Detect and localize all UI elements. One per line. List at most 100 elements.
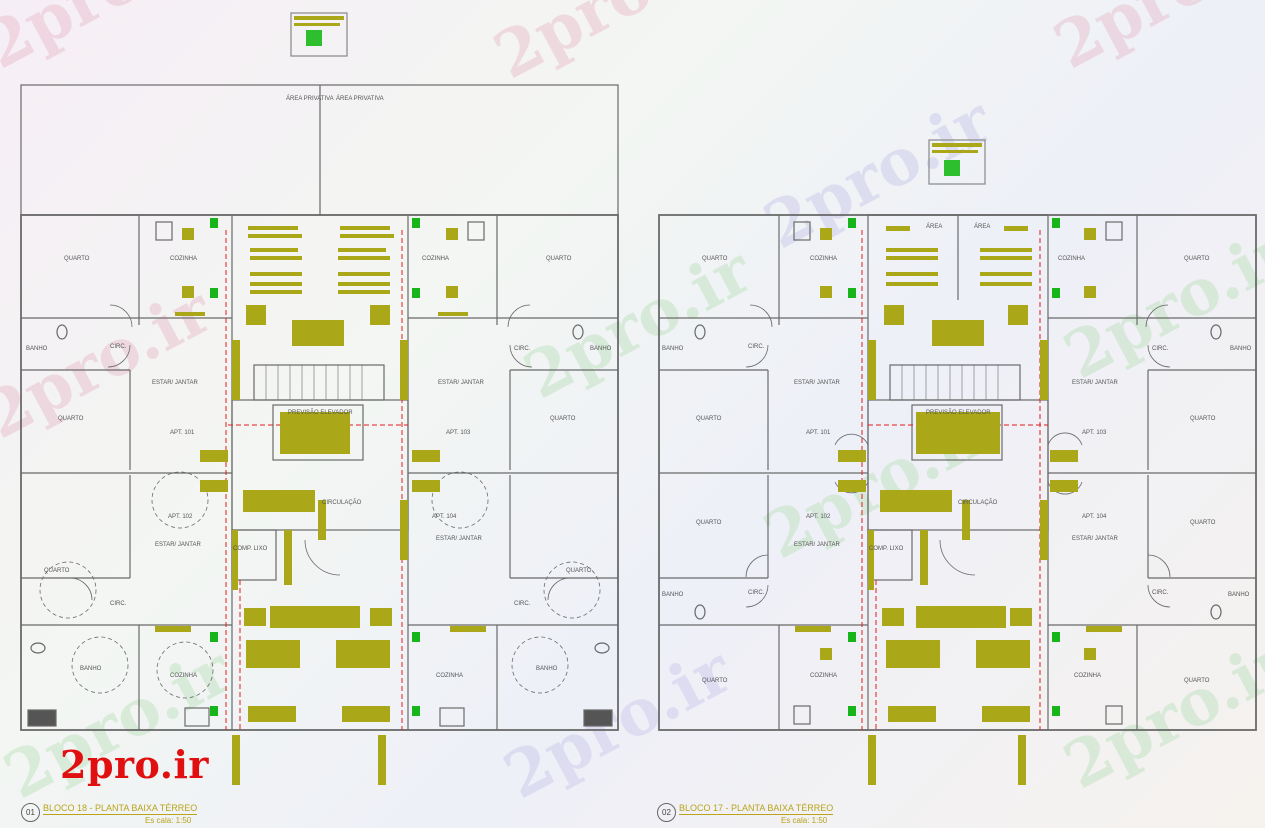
stair-treads xyxy=(265,365,363,400)
room-label: QUARTO xyxy=(550,416,576,422)
room-label: APT. 104 xyxy=(432,514,457,520)
door-swing xyxy=(69,577,93,601)
room-label: PREVISÃO ELEVADOR xyxy=(926,409,991,416)
room-label: COZINHA xyxy=(170,673,197,679)
room-label: CIRCULAÇÃO xyxy=(322,499,362,506)
trash-room xyxy=(867,529,913,581)
toilet xyxy=(1210,604,1222,620)
room-label: ESTAR/ JANTAR xyxy=(436,536,482,542)
toilet xyxy=(56,324,68,340)
door-swing xyxy=(1145,304,1169,328)
room-label: COZINHA xyxy=(436,673,463,679)
plan2-labels: ÁREA ÁREA QUARTO COZINHA COZINHA QUARTO … xyxy=(662,223,1252,684)
room-label: ESTAR/ JANTAR xyxy=(438,380,484,386)
watermark-text: 2pro.ir xyxy=(482,0,735,94)
trash-room xyxy=(231,529,277,581)
room-label: ESTAR/ JANTAR xyxy=(1072,380,1118,386)
legend-bar xyxy=(294,16,344,20)
room-label: APT. 102 xyxy=(806,514,831,520)
room-label: QUARTO xyxy=(696,416,722,422)
room-label: CIRC. xyxy=(514,346,531,352)
room-label: COZINHA xyxy=(170,256,197,262)
door-swing xyxy=(1147,344,1171,368)
room-label: ÁREA xyxy=(974,223,990,230)
shower-tray xyxy=(27,709,57,727)
watermark-text: 2pro.ir xyxy=(0,0,225,84)
room-label: QUARTO xyxy=(702,256,728,262)
legend-bar xyxy=(932,150,978,153)
room-label: ÁREA PRIVATIVA xyxy=(336,95,384,102)
room-label: ESTAR/ JANTAR xyxy=(155,542,201,548)
plan-number: 02 xyxy=(657,803,676,822)
room-label: COZINHA xyxy=(422,256,449,262)
room-label: COZINHA xyxy=(1058,256,1085,262)
room-label: COMP. LIXO xyxy=(233,546,268,552)
toilet xyxy=(572,324,584,340)
room-label: BANHO xyxy=(1230,346,1252,352)
room-label: BANHO xyxy=(80,666,102,672)
accessibility-circles xyxy=(39,471,601,699)
toilet xyxy=(1210,324,1222,340)
door-swing xyxy=(745,344,769,368)
room-label: COZINHA xyxy=(810,256,837,262)
door-swing xyxy=(109,304,133,328)
room-label: QUARTO xyxy=(1184,678,1210,684)
room-label: CIRCULAÇÃO xyxy=(958,499,998,506)
plan1-labels: ÁREA PRIVATIVA ÁREA PRIVATIVA QUARTO COZ… xyxy=(26,95,612,679)
room-label: CIRC. xyxy=(110,344,127,350)
plan-scale: Es cala: 1:50 xyxy=(781,816,828,825)
room-label: ESTAR/ JANTAR xyxy=(794,542,840,548)
room-label: QUARTO xyxy=(44,568,70,574)
brand-logo: 2pro.ir xyxy=(60,742,209,787)
room-label: APT. 101 xyxy=(806,430,831,436)
room-label: ÁREA PRIVATIVA xyxy=(286,95,334,102)
room-label: COZINHA xyxy=(810,673,837,679)
plan-number: 01 xyxy=(21,803,40,822)
door-swing xyxy=(107,344,131,368)
room-label: BANHO xyxy=(26,346,48,352)
room-label: QUARTO xyxy=(566,568,592,574)
fridge xyxy=(793,221,811,241)
toilet xyxy=(30,642,46,654)
stair xyxy=(889,364,1021,401)
room-label: CIRC. xyxy=(748,344,765,350)
legend-north-symbol xyxy=(944,160,960,176)
door-swing xyxy=(509,344,533,368)
room-label: BANHO xyxy=(536,666,558,672)
door-swing xyxy=(1147,584,1171,608)
fridge xyxy=(1105,221,1123,241)
room-label: ESTAR/ JANTAR xyxy=(152,380,198,386)
room-label: BANHO xyxy=(662,346,684,352)
room-label: APT. 104 xyxy=(1082,514,1107,520)
room-label: QUARTO xyxy=(58,416,84,422)
plan-title: BLOCO 17 - PLANTA BAIXA TÉRREO xyxy=(679,803,834,815)
legend-north-symbol xyxy=(306,30,322,46)
room-label: ÁREA xyxy=(926,223,942,230)
room-label: QUARTO xyxy=(1184,256,1210,262)
toilet xyxy=(594,642,610,654)
watermark-text: 2pro.ir xyxy=(1042,0,1265,84)
door-swing xyxy=(939,539,976,576)
stove xyxy=(439,707,465,727)
watermark-text: 2pro.ir xyxy=(752,82,1005,264)
fridge xyxy=(467,221,485,241)
legend-bar xyxy=(932,143,982,147)
annotation-blocks xyxy=(155,226,486,785)
plan-scale: Es cala: 1:50 xyxy=(145,816,192,825)
legend-bar xyxy=(294,23,340,26)
room-label: BANHO xyxy=(1228,592,1250,598)
door-swing xyxy=(745,584,769,608)
door-swing xyxy=(749,304,773,328)
fridge xyxy=(155,221,173,241)
door-swing xyxy=(1047,432,1083,446)
toilet xyxy=(694,604,706,620)
room-label: QUARTO xyxy=(64,256,90,262)
room-label: COMP. LIXO xyxy=(869,546,904,552)
room-label: CIRC. xyxy=(748,590,765,596)
room-label: QUARTO xyxy=(1190,416,1216,422)
legend-box xyxy=(928,139,986,185)
toilet xyxy=(694,324,706,340)
watermark-text: 2pro.ir xyxy=(0,272,225,454)
